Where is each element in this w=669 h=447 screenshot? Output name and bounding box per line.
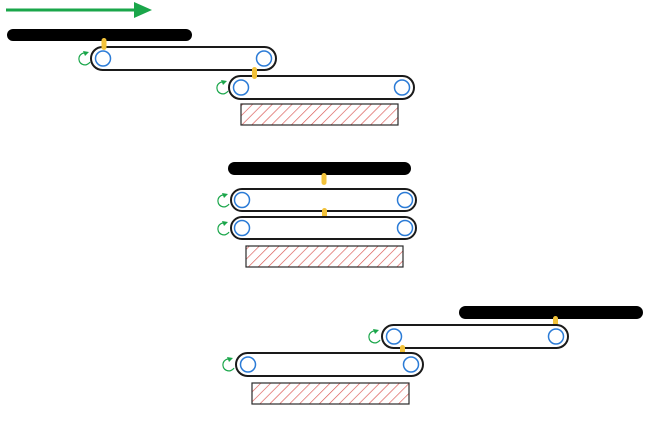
hatched-platform [240,103,399,126]
roller-left [94,50,112,67]
clockwise-arrow-icon [216,81,229,95]
roller-left [385,328,403,345]
roller-right [255,50,273,67]
marker [321,173,327,185]
roller-left [233,219,251,237]
roller-right [396,191,414,209]
clockwise-arrow-icon [368,330,381,344]
clockwise-arrow-icon [217,222,230,236]
hatched-platform [251,382,410,405]
roller-left [233,191,251,209]
clockwise-arrow-icon [222,358,235,372]
panel-step-2 [217,162,417,268]
roller-right [396,219,414,237]
direction-arrow-icon [6,2,152,18]
roller-left [232,79,250,96]
roller-right [402,356,420,373]
conveyor-belt-upper [217,188,417,212]
conveyor-belt-lower [222,352,424,377]
panel-step-3 [222,306,643,405]
black-bar [459,306,643,319]
conveyor-belt-upper [368,324,569,349]
conveyor-belt-lower [216,75,415,100]
clockwise-arrow-icon [217,194,230,208]
marker [101,38,107,50]
clockwise-arrow-icon [78,52,91,66]
roller-right [547,328,565,345]
hatched-platform [245,245,404,268]
black-bar [228,162,411,175]
roller-right [393,79,411,96]
panel-step-1 [7,29,415,126]
conveyor-belt-upper [78,46,277,71]
roller-left [239,356,257,373]
marker [252,67,257,79]
black-bar [7,29,192,41]
conveyor-belt-lower [217,216,417,240]
